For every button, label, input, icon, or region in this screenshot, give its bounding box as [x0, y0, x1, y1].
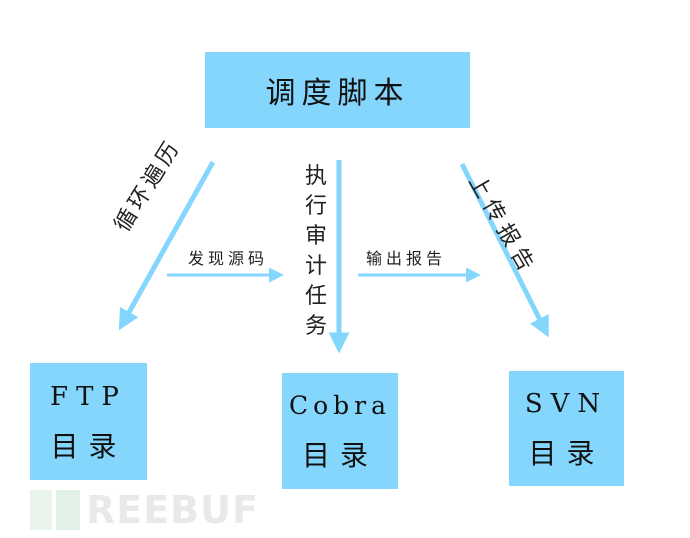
- node-dispatch-script-label: 调度脚本: [265, 76, 410, 111]
- node-svn-directory: SVN 目录: [509, 371, 624, 486]
- node-cobra-subtitle: 目录: [301, 439, 378, 472]
- node-ftp-title: FTP: [50, 381, 127, 412]
- edge-label-execute-audit: 执行审计任务: [304, 164, 327, 339]
- node-ftp-subtitle: 目录: [50, 429, 127, 463]
- freebuf-watermark: REEBUF: [30, 488, 259, 532]
- edge-label-output-report: 输出报告: [366, 249, 447, 268]
- edge-label-find-source: 发现源码: [188, 249, 269, 268]
- node-ftp-directory: FTP 目录: [30, 363, 147, 480]
- node-cobra-title: Cobra: [288, 391, 392, 420]
- watermark-logo-mark-2: [56, 490, 80, 530]
- node-cobra-directory: Cobra 目录: [282, 373, 398, 489]
- watermark-logo-mark: [30, 490, 52, 530]
- watermark-text: REEBUF: [86, 488, 259, 532]
- node-dispatch-script: 调度脚本: [205, 52, 470, 128]
- arrow-upload-report: [459, 162, 549, 338]
- node-svn-subtitle: 目录: [528, 436, 605, 470]
- node-svn-title: SVN: [524, 388, 609, 419]
- arrow-loop-traverse: [118, 160, 216, 331]
